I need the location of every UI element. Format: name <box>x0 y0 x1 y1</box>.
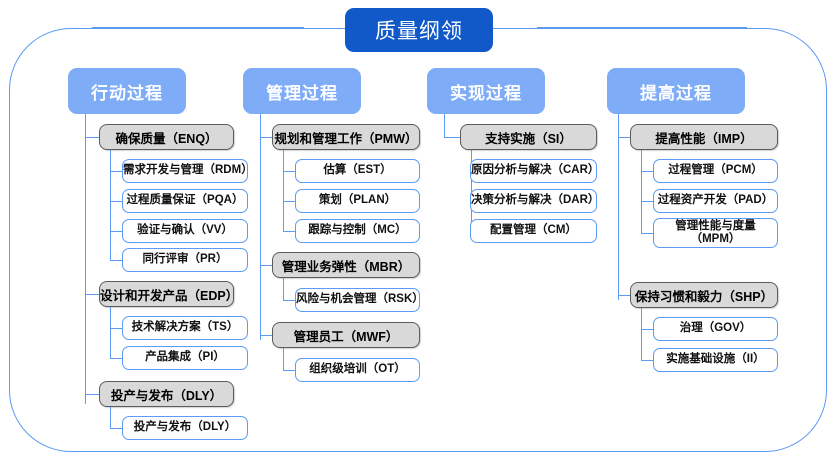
leaf-box-0-0-2[interactable]: 验证与确认（VV） <box>122 219 248 243</box>
leaf-trunk-0-0 <box>110 150 111 260</box>
group-box-2-0[interactable]: 支持实施（SI） <box>460 124 597 150</box>
leaf-stub-0-0-0 <box>110 171 122 172</box>
leaf-stub-0-1-0 <box>110 328 122 329</box>
column-stub-1-2 <box>260 335 272 336</box>
leaf-box-0-1-1[interactable]: 产品集成（PI） <box>122 346 248 370</box>
leaf-trunk-0-2 <box>110 407 111 429</box>
leaf-stub-3-0-0 <box>641 171 653 172</box>
column-stub-0-1 <box>85 294 99 295</box>
column-stub-3-1 <box>618 295 630 296</box>
leaf-stub-1-0-0 <box>283 171 295 172</box>
leaf-trunk-0-1 <box>110 307 111 359</box>
leaf-stub-0-0-3 <box>110 260 122 261</box>
column-trunk-3 <box>618 114 619 300</box>
column-header-3[interactable]: 提高过程 <box>607 68 745 114</box>
leaf-box-3-0-0[interactable]: 过程管理（PCM） <box>653 159 778 183</box>
group-box-1-1[interactable]: 管理业务弹性（MBR） <box>272 252 420 278</box>
column-stub-3-0 <box>618 137 630 138</box>
leaf-trunk-1-0 <box>283 150 284 231</box>
leaf-box-2-0-2[interactable]: 配置管理（CM） <box>470 219 597 243</box>
column-stub-0-2 <box>85 394 99 395</box>
leaf-box-0-1-0[interactable]: 技术解决方案（TS） <box>122 316 248 340</box>
leaf-box-2-0-1[interactable]: 决策分析与解决（DAR） <box>470 189 599 213</box>
group-box-0-1[interactable]: 设计和开发产品（EDP） <box>99 281 238 307</box>
column-trunk-2 <box>444 114 445 138</box>
column-trunk-1 <box>260 114 261 340</box>
frame-top-connector-left <box>92 27 304 28</box>
leaf-box-3-1-0[interactable]: 治理（GOV） <box>653 317 778 341</box>
group-box-0-0[interactable]: 确保质量（ENQ） <box>99 124 234 150</box>
group-box-3-0[interactable]: 提高性能（IMP） <box>630 124 778 150</box>
leaf-box-0-0-0[interactable]: 需求开发与管理（RDM） <box>122 159 253 183</box>
leaf-stub-1-0-2 <box>283 231 295 232</box>
group-box-3-1[interactable]: 保持习惯和毅力（SHP） <box>630 282 778 308</box>
column-stub-1-1 <box>260 265 272 266</box>
column-stub-0-0 <box>85 137 99 138</box>
leaf-box-0-2-0[interactable]: 投产与发布（DLY） <box>122 416 248 440</box>
group-box-0-2[interactable]: 投产与发布（DLY） <box>99 381 234 407</box>
leaf-box-3-0-1[interactable]: 过程资产开发（PAD） <box>653 189 778 213</box>
leaf-box-1-0-0[interactable]: 估算（EST） <box>295 159 420 183</box>
group-box-1-0[interactable]: 规划和管理工作（PMW） <box>272 124 420 150</box>
leaf-box-1-1-0[interactable]: 风险与机会管理（RSK） <box>295 288 424 312</box>
leaf-stub-3-1-1 <box>641 360 653 361</box>
leaf-stub-3-0-1 <box>641 201 653 202</box>
leaf-box-0-0-1[interactable]: 过程质量保证（PQA） <box>122 189 248 213</box>
group-box-1-2[interactable]: 管理员工（MWF） <box>272 322 420 348</box>
leaf-trunk-3-0 <box>641 150 642 234</box>
leaf-box-1-0-2[interactable]: 跟踪与控制（MC） <box>295 219 420 243</box>
diagram-title: 质量纲领 <box>345 8 493 52</box>
leaf-box-1-2-0[interactable]: 组织级培训（OT） <box>295 358 420 382</box>
leaf-box-3-1-1[interactable]: 实施基础设施（II） <box>653 348 778 372</box>
column-header-1[interactable]: 管理过程 <box>243 68 361 114</box>
leaf-stub-3-0-2 <box>641 233 653 234</box>
column-trunk-0 <box>85 114 86 404</box>
column-stub-2-0 <box>444 137 460 138</box>
leaf-box-2-0-0[interactable]: 原因分析与解决（CAR） <box>470 159 599 183</box>
leaf-stub-0-2-0 <box>110 428 122 429</box>
leaf-box-1-0-1[interactable]: 策划（PLAN） <box>295 189 420 213</box>
leaf-trunk-3-1 <box>641 308 642 361</box>
column-header-0[interactable]: 行动过程 <box>68 68 186 114</box>
leaf-trunk-1-2 <box>283 348 284 371</box>
column-stub-1-0 <box>260 137 272 138</box>
leaf-stub-0-1-1 <box>110 358 122 359</box>
leaf-stub-0-0-2 <box>110 231 122 232</box>
leaf-stub-1-2-0 <box>283 370 295 371</box>
leaf-box-0-0-3[interactable]: 同行评审（PR） <box>122 248 248 272</box>
leaf-stub-1-0-1 <box>283 201 295 202</box>
leaf-stub-0-0-1 <box>110 201 122 202</box>
frame-top-connector-right <box>537 27 747 28</box>
leaf-stub-3-1-0 <box>641 329 653 330</box>
leaf-trunk-1-1 <box>283 278 284 301</box>
leaf-stub-1-1-0 <box>283 300 295 301</box>
leaf-box-3-0-2[interactable]: 管理性能与度量 （MPM） <box>653 218 778 248</box>
column-header-2[interactable]: 实现过程 <box>427 68 545 114</box>
